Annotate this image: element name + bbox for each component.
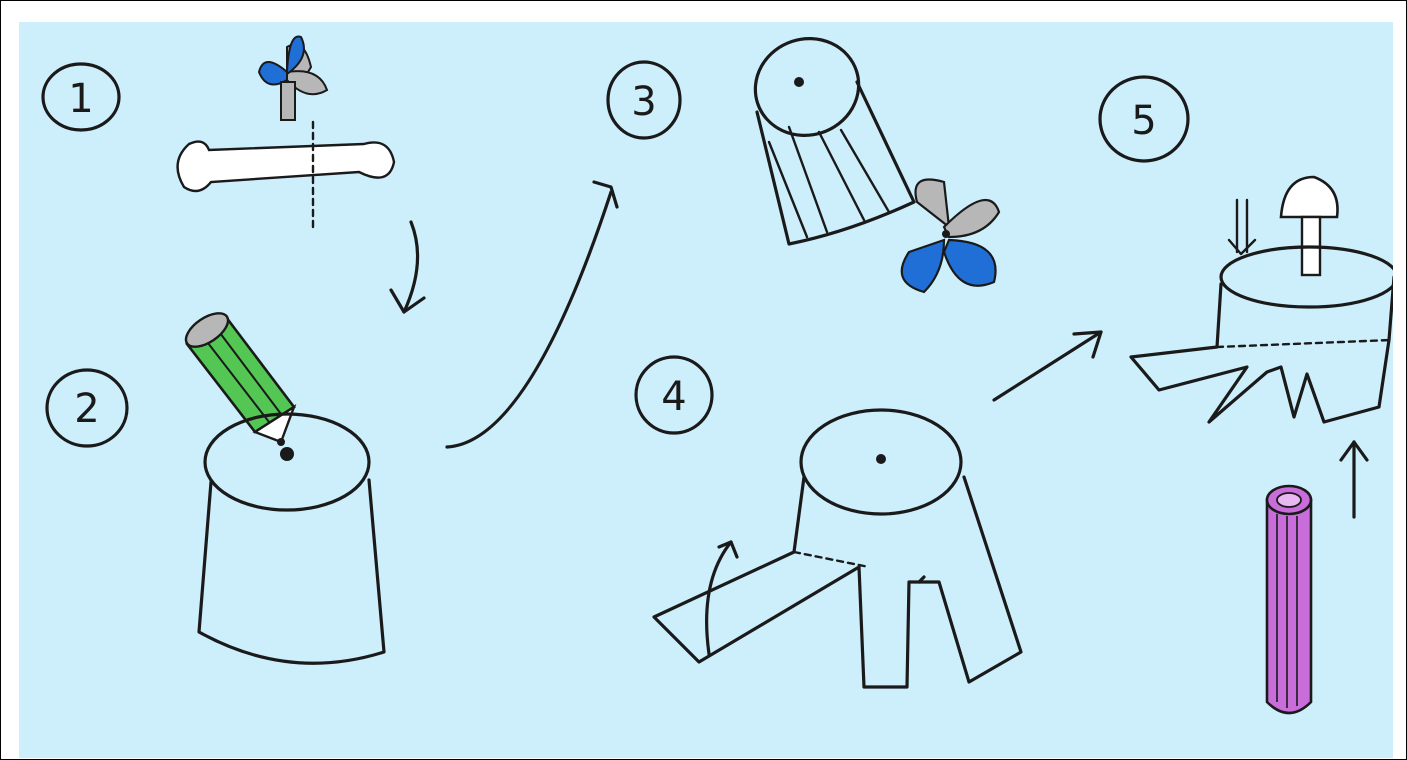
step-3: 3 xyxy=(606,37,1001,294)
step-1-label: 1 xyxy=(41,62,121,132)
arrow-icon xyxy=(1339,440,1369,519)
step-5-label: 5 xyxy=(1098,75,1190,163)
instruction-illustration: 1 xyxy=(41,35,1393,715)
arrow-icon xyxy=(992,330,1103,402)
arrow-icon xyxy=(1227,198,1257,256)
pencil-icon xyxy=(184,312,297,446)
step-4-number: 4 xyxy=(661,374,686,420)
instruction-panel: 1 xyxy=(19,22,1393,758)
step-2: 2 xyxy=(45,180,619,665)
cup-icon xyxy=(753,37,916,246)
step-2-number: 2 xyxy=(74,386,99,432)
step-1: 1 xyxy=(41,35,426,314)
step-3-label: 3 xyxy=(606,60,682,140)
step-4-label: 4 xyxy=(634,355,714,435)
step-4: 4 xyxy=(634,330,1103,689)
step-2-label: 2 xyxy=(45,368,129,448)
scissors-icon xyxy=(900,178,1001,294)
scissors-icon xyxy=(257,35,329,121)
step-5: 5 xyxy=(1098,75,1393,715)
step-3-number: 3 xyxy=(631,79,656,125)
arrow-icon xyxy=(389,220,426,314)
pushpin-icon xyxy=(176,140,396,193)
cup-icon xyxy=(1129,245,1393,424)
arrow-icon xyxy=(445,180,619,449)
step-5-number: 5 xyxy=(1131,98,1156,144)
arrow-icon xyxy=(705,540,739,656)
cup-icon xyxy=(652,408,1023,689)
cup-icon xyxy=(197,412,386,665)
straw-icon xyxy=(1265,484,1313,715)
pushpin-icon xyxy=(1279,175,1339,277)
step-1-number: 1 xyxy=(68,76,93,122)
